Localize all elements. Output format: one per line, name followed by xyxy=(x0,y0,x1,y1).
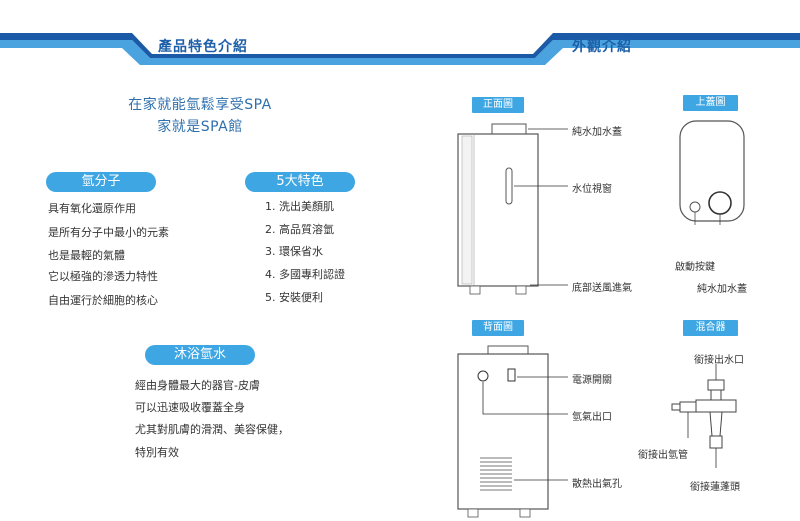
label-heat-vent: 散熱出氣孔 xyxy=(572,479,622,490)
bath-item: 可以迅速吸收覆蓋全身 xyxy=(135,401,245,414)
tag-front-view: 正面圖 xyxy=(472,97,524,113)
label-water-outlet-connector: 銜接出水口 xyxy=(694,355,744,366)
tag-mixer: 混合器 xyxy=(683,320,738,336)
back-view-diagram xyxy=(457,345,568,518)
hydrogen-item: 也是最輕的氣體 xyxy=(48,249,125,262)
feature-item: 1. 洗出美顏肌 xyxy=(265,200,334,213)
label-hydrogen-outlet: 氫氣出口 xyxy=(572,412,612,423)
tag-back-view: 背面圖 xyxy=(472,320,524,336)
label-hydrogen-tube-connector: 銜接出氫管 xyxy=(638,450,688,461)
header-band xyxy=(0,33,800,65)
hydrogen-item: 具有氧化還原作用 xyxy=(48,202,136,215)
section-title-features: 產品特色介紹 xyxy=(158,39,248,55)
hydrogen-item: 自由運行於細胞的核心 xyxy=(48,294,158,307)
feature-item: 3. 環保省水 xyxy=(265,245,323,258)
intro-line-1: 在家就能氫鬆享受SPA xyxy=(128,97,272,113)
front-view-diagram xyxy=(457,123,568,295)
label-bottom-air-intake: 底部送風進氣 xyxy=(572,283,632,294)
feature-item: 2. 高品質溶氫 xyxy=(265,223,334,236)
hydrogen-pill: 氫分子 xyxy=(46,172,156,192)
features-pill: 5大特色 xyxy=(245,172,355,192)
feature-item: 5. 安裝便利 xyxy=(265,291,323,304)
bath-item: 特別有效 xyxy=(135,446,179,459)
mixer-diagram xyxy=(671,364,737,468)
section-title-appearance: 外觀介紹 xyxy=(572,39,632,55)
label-pure-water-lid: 純水加水蓋 xyxy=(572,127,622,138)
label-power-switch: 電源開關 xyxy=(572,375,612,386)
intro-headline: 在家就能氫鬆享受SPA 家就是SPA館 xyxy=(100,94,300,138)
label-shower-head-connector: 銜接蓮蓬頭 xyxy=(690,482,740,493)
intro-line-2: 家就是SPA館 xyxy=(157,119,243,135)
feature-item: 4. 多國專利認證 xyxy=(265,268,345,281)
bath-item: 經由身體最大的器官-皮膚 xyxy=(135,379,260,392)
hydrogen-item: 它以極強的滲透力特性 xyxy=(48,270,158,283)
bath-pill: 沐浴氫水 xyxy=(145,345,255,365)
label-water-level-window: 水位視窗 xyxy=(572,184,612,195)
label-top-pure-water-lid: 純水加水蓋 xyxy=(697,284,747,295)
hydrogen-item: 是所有分子中最小的元素 xyxy=(48,226,169,239)
top-view-diagram xyxy=(679,120,745,225)
tag-top-view: 上蓋圖 xyxy=(683,95,738,111)
bath-item: 尤其對肌膚的滑潤、美容保健， xyxy=(135,423,289,436)
label-start-button: 啟動按鍵 xyxy=(675,262,715,273)
